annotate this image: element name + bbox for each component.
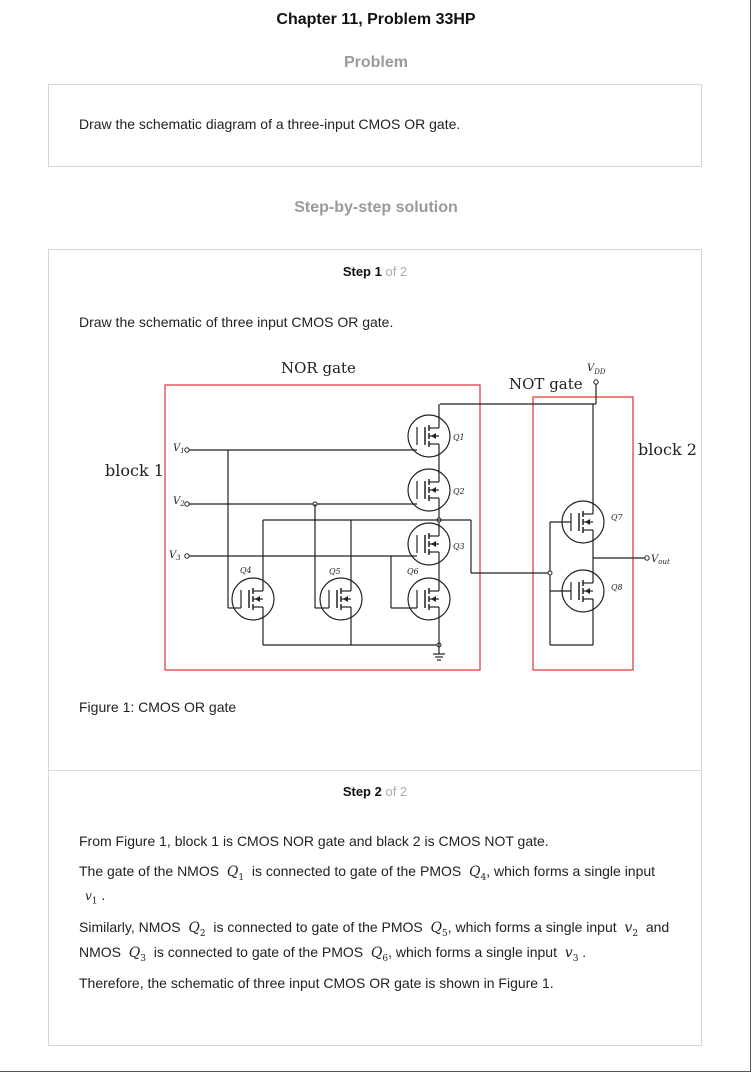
- q4-transistor: [231, 577, 275, 621]
- vout-terminal: [644, 555, 650, 561]
- chapter-title: Chapter 11, Problem 33HP: [276, 11, 476, 28]
- step1-number: Step 1: [342, 264, 382, 279]
- block2-label: block 2: [638, 440, 697, 459]
- step-divider: [49, 770, 701, 771]
- step2-paragraph-5: Therefore, the schematic of three input …: [79, 975, 554, 991]
- q2-transistor: [407, 468, 451, 512]
- step2-paragraph-2: The gate of the NMOS Q1 is connected to …: [79, 863, 656, 883]
- q5-transistor: [319, 577, 363, 621]
- ground-icon: [433, 648, 445, 661]
- q5-label: Q5: [329, 567, 341, 576]
- not-block-box: [532, 396, 634, 671]
- q4-label: Q4: [240, 566, 252, 575]
- step2-paragraph-2-cont: v1 .: [85, 887, 106, 907]
- v2-label: V2: [173, 496, 185, 508]
- figure-caption: Figure 1: CMOS OR gate: [79, 699, 237, 715]
- step1-label: Step 1 of 2: [49, 264, 701, 279]
- q8-label: Q8: [611, 583, 623, 592]
- q3-transistor: [407, 522, 451, 566]
- solution-card: Step 1 of 2 Draw the schematic of three …: [48, 249, 702, 1046]
- q3-label: Q3: [453, 542, 465, 551]
- v2-terminal: [184, 501, 190, 507]
- step2-paragraph-4: NMOS Q3 is connected to gate of the PMOS…: [79, 944, 587, 964]
- vdd-label: VDD: [587, 363, 606, 376]
- not-gate-label: NOT gate: [509, 375, 583, 393]
- step2-label: Step 2 of 2: [49, 784, 701, 799]
- problem-card: Draw the schematic diagram of a three-in…: [48, 84, 702, 167]
- v1-label: V1: [173, 443, 185, 455]
- block1-label: block 1: [105, 461, 164, 480]
- q1-transistor: [407, 414, 451, 458]
- problem-heading: Problem: [343, 54, 408, 71]
- step2-paragraph-1: From Figure 1, block 1 is CMOS NOR gate …: [79, 833, 549, 849]
- v3-terminal: [184, 553, 190, 559]
- step2-paragraph-3: Similarly, NMOS Q2 is connected to gate …: [79, 919, 670, 939]
- step2-of: of 2: [385, 784, 408, 799]
- step2-number: Step 2: [342, 784, 382, 799]
- vdd-terminal: [593, 379, 599, 385]
- step1-intro: Draw the schematic of three input CMOS O…: [79, 314, 394, 330]
- step1-of: of 2: [385, 264, 408, 279]
- vout-label: Vout: [651, 554, 670, 566]
- v1-terminal: [184, 447, 190, 453]
- q6-label: Q6: [407, 567, 419, 576]
- q7-label: Q7: [611, 513, 624, 522]
- v3-label: V3: [169, 550, 181, 562]
- cmos-or-gate-figure: NOR gate NOT gate block 1 block 2 VDD: [105, 359, 697, 671]
- q2-label: Q2: [453, 487, 465, 496]
- nor-block-box: [164, 384, 481, 671]
- nor-gate-label: NOR gate: [281, 359, 356, 377]
- solution-heading: Step-by-step solution: [294, 199, 458, 216]
- q6-transistor: [407, 577, 451, 621]
- q1-label: Q1: [453, 433, 465, 442]
- problem-text: Draw the schematic diagram of a three-in…: [79, 116, 461, 132]
